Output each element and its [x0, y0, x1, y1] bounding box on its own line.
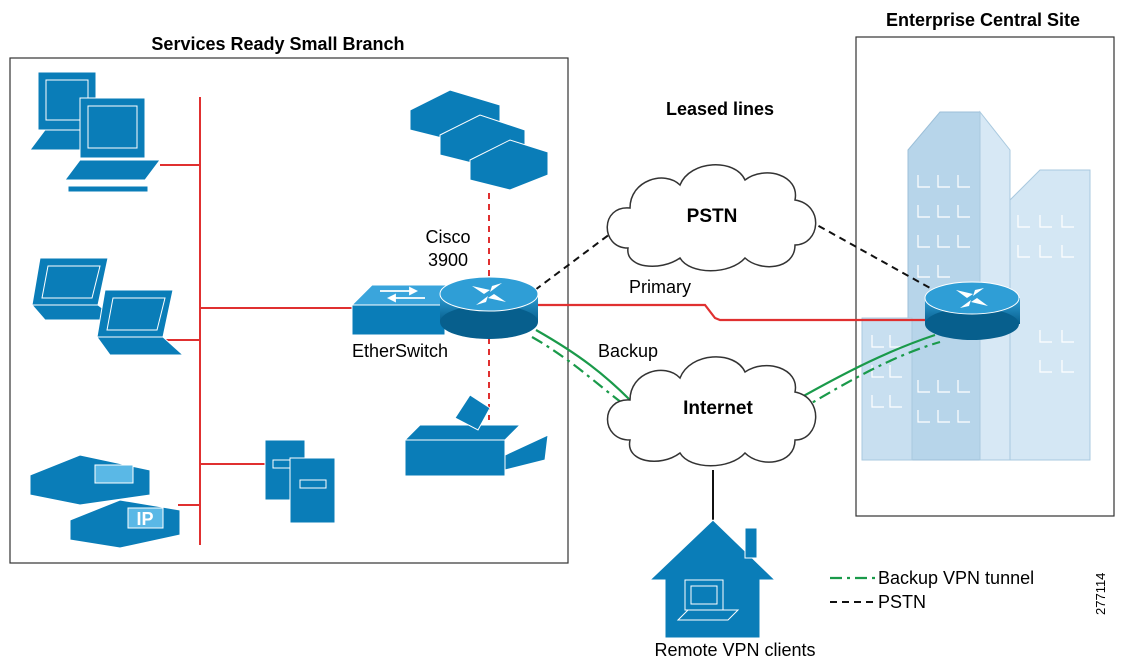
analog-phones-icon: [409, 89, 549, 191]
branch-router-icon: [439, 276, 539, 339]
central-title: Enterprise Central Site: [886, 10, 1080, 30]
ip-badge: IP: [136, 509, 153, 529]
desktop-computers-icon: [29, 71, 161, 193]
leased-lines-label: Leased lines: [666, 99, 774, 119]
lan-bus: [160, 97, 352, 545]
remote-label: Remote VPN clients: [654, 640, 815, 658]
branch-box: [9, 57, 569, 564]
legend: Backup VPN tunnel PSTN: [830, 568, 1034, 612]
laptop-computers-icon: [30, 257, 185, 356]
remote-house-icon: [648, 519, 777, 639]
fax-machine-icon: [403, 394, 549, 477]
pstn-links: [534, 219, 931, 291]
internet-cloud-label: Internet: [683, 398, 753, 419]
switch-label: EtherSwitch: [352, 341, 448, 361]
servers-icon: [264, 439, 336, 524]
etherswitch-icon: [350, 284, 467, 336]
primary-label: Primary: [629, 277, 691, 297]
ip-phones-icon: IP: [29, 454, 181, 549]
figure-id: 277114: [1093, 573, 1108, 615]
branch-title: Services Ready Small Branch: [151, 34, 404, 54]
backup-link: [535, 329, 936, 401]
pstn-cloud-label: PSTN: [687, 206, 738, 227]
central-router-icon: [924, 281, 1020, 340]
backup-label: Backup: [598, 341, 658, 361]
legend-vpn-label: Backup VPN tunnel: [878, 568, 1034, 588]
pstn-cloud: PSTN: [606, 164, 817, 272]
router-label-line2: 3900: [428, 250, 468, 270]
router-label-line1: Cisco: [425, 227, 470, 247]
internet-cloud: Internet: [606, 356, 817, 467]
legend-pstn-label: PSTN: [878, 592, 926, 612]
central-box: [855, 36, 1115, 517]
primary-link: [538, 303, 935, 322]
